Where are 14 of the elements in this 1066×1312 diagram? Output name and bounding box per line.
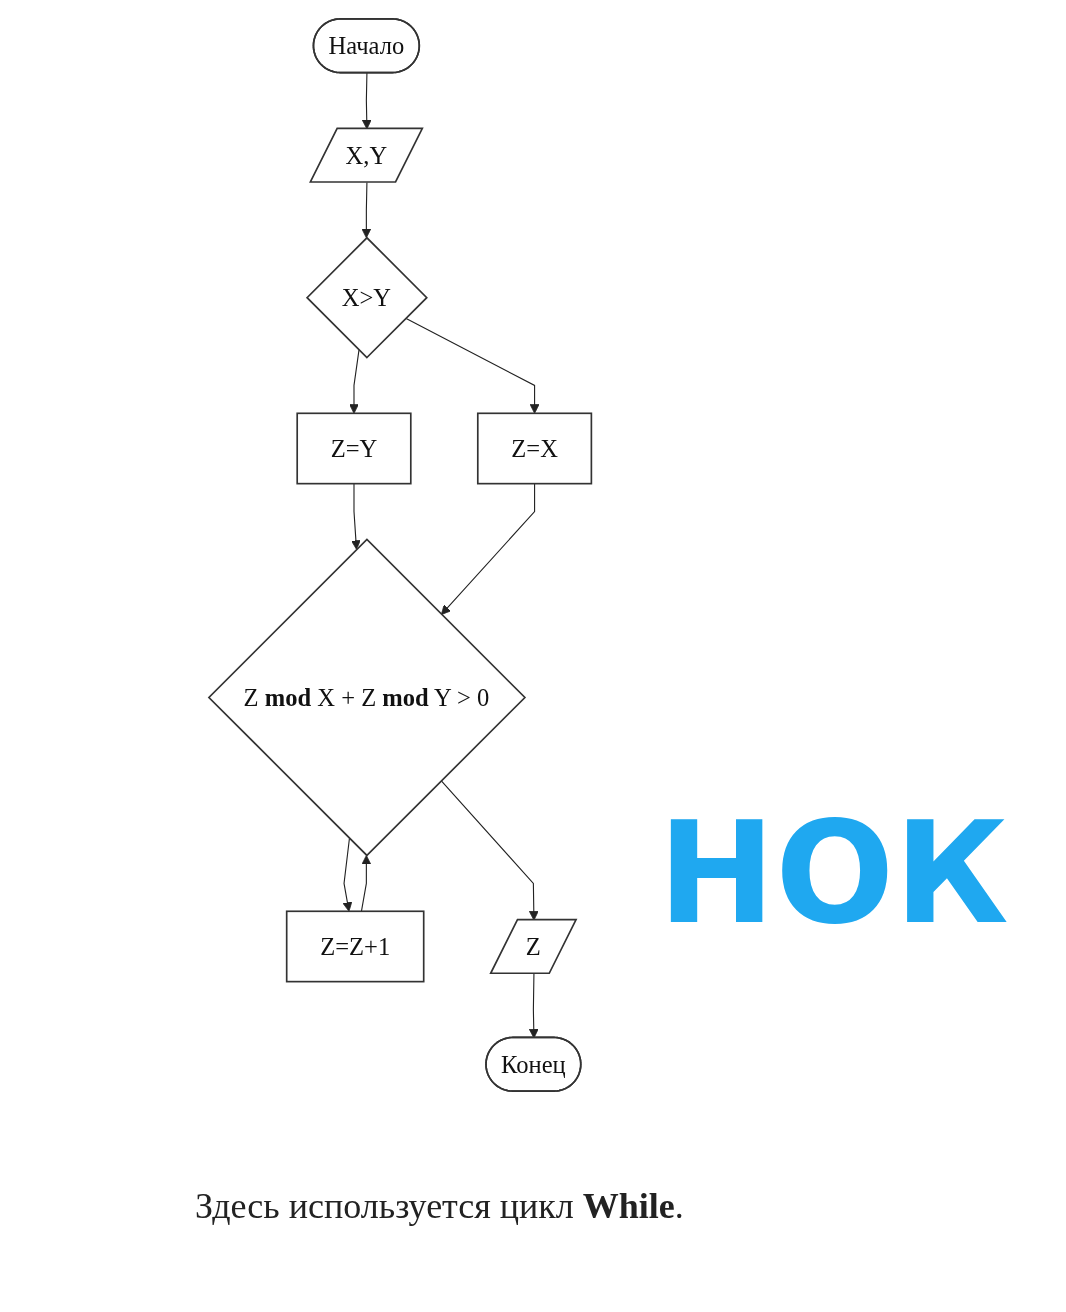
caption: Здесь используется цикл While.: [195, 1185, 684, 1227]
node-diamond: X>Y: [305, 236, 428, 359]
handwritten-note: НОК: [657, 791, 1010, 957]
arrow: [350, 483, 361, 550]
arrow: [528, 973, 539, 1039]
node-box: Z=Y: [296, 412, 412, 485]
node-box: Z=Z+1: [285, 910, 425, 983]
arrow: [360, 855, 372, 912]
node-diamond: Z mod X + Z mod Y > 0: [207, 538, 526, 857]
arrow: [440, 483, 535, 615]
node-box: Z=X: [476, 412, 593, 485]
arrow: [342, 837, 353, 912]
arrow: [348, 349, 360, 414]
arrow: [361, 181, 372, 239]
